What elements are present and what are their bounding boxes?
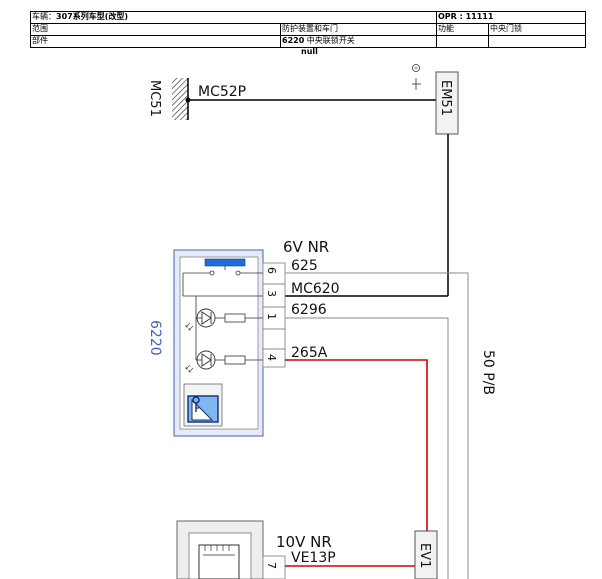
ground-mc51: MC51 MC52P [147, 78, 246, 120]
ground-label[interactable]: MC51 [147, 80, 162, 117]
header-row-part: 部件 6220 中央联锁开关 [31, 36, 585, 47]
header-table: 车辆：307系列车型(改型) OPR : 11111 范围 防护装置和车门 功能… [30, 11, 586, 48]
pin-4-label[interactable]: 4 [265, 354, 278, 361]
wire-ve13p-label[interactable]: VE13P [291, 550, 336, 566]
earth-symbol [412, 64, 421, 90]
opr-cell: OPR : 11111 [437, 12, 585, 23]
wire-265a[interactable] [285, 359, 428, 538]
vehicle-label: 车辆： [32, 12, 56, 21]
wire-mc620-label[interactable]: MC620 [291, 281, 340, 297]
lower-pin-box [262, 555, 286, 579]
part-empty-cell-1 [437, 36, 489, 47]
pin-column: 6 3 1 4 [262, 262, 286, 368]
lower-module-icon [198, 544, 240, 579]
opr-label: OPR : [438, 12, 466, 21]
part-code: 6220 [282, 36, 305, 45]
pin-7-label[interactable]: 7 [265, 562, 278, 569]
wire-6296-label[interactable]: 6296 [291, 302, 327, 318]
part-value-cell: 6220 中央联锁开关 [281, 36, 437, 47]
switch-button-blue [204, 258, 246, 267]
wire-625-label[interactable]: 625 [291, 258, 318, 274]
wire-265a-label[interactable]: 265A [291, 345, 328, 361]
lower-voltage-label[interactable]: 10V NR [276, 533, 332, 551]
switch-6220: 6220 [147, 249, 264, 437]
switch-voltage-label[interactable]: 6V NR [283, 238, 329, 256]
header-row-scope: 范围 防护装置和车门 功能 中央门锁 [31, 24, 585, 36]
em51-label[interactable]: EM51 [438, 80, 453, 116]
connector-ev1: EV1 [414, 530, 438, 579]
connector-em51: EM51 [435, 71, 459, 135]
pin-3-label[interactable]: 3 [265, 290, 278, 297]
pin-1-label[interactable]: 1 [265, 313, 278, 320]
wire-625[interactable] [285, 272, 469, 579]
part-label: 部件 [31, 36, 281, 47]
ground-hatch [172, 78, 188, 120]
harness-label[interactable]: 50 P/B [480, 350, 496, 395]
null-value: null [301, 47, 318, 56]
junction-dot [185, 97, 191, 103]
header-row-vehicle: 车辆：307系列车型(改型) OPR : 11111 [31, 12, 585, 24]
vehicle-cell: 车辆：307系列车型(改型) [31, 12, 437, 23]
function-label: 功能 [437, 24, 489, 35]
switch-id-label[interactable]: 6220 [147, 320, 163, 356]
function-value: 中央门锁 [490, 24, 522, 33]
part-name: 中央联锁开关 [304, 36, 355, 45]
pin-6-label[interactable]: 6 [265, 267, 278, 274]
opr-value: 11111 [465, 12, 494, 21]
scope-value: 防护装置和车门 [281, 24, 437, 35]
lower-component [176, 520, 264, 579]
vehicle-value: 307系列车型(改型) [56, 12, 129, 21]
ev1-label[interactable]: EV1 [417, 543, 432, 568]
ground-wire-label[interactable]: MC52P [198, 84, 246, 100]
scope-label: 范围 [31, 24, 281, 35]
wire-6296[interactable] [285, 317, 449, 579]
